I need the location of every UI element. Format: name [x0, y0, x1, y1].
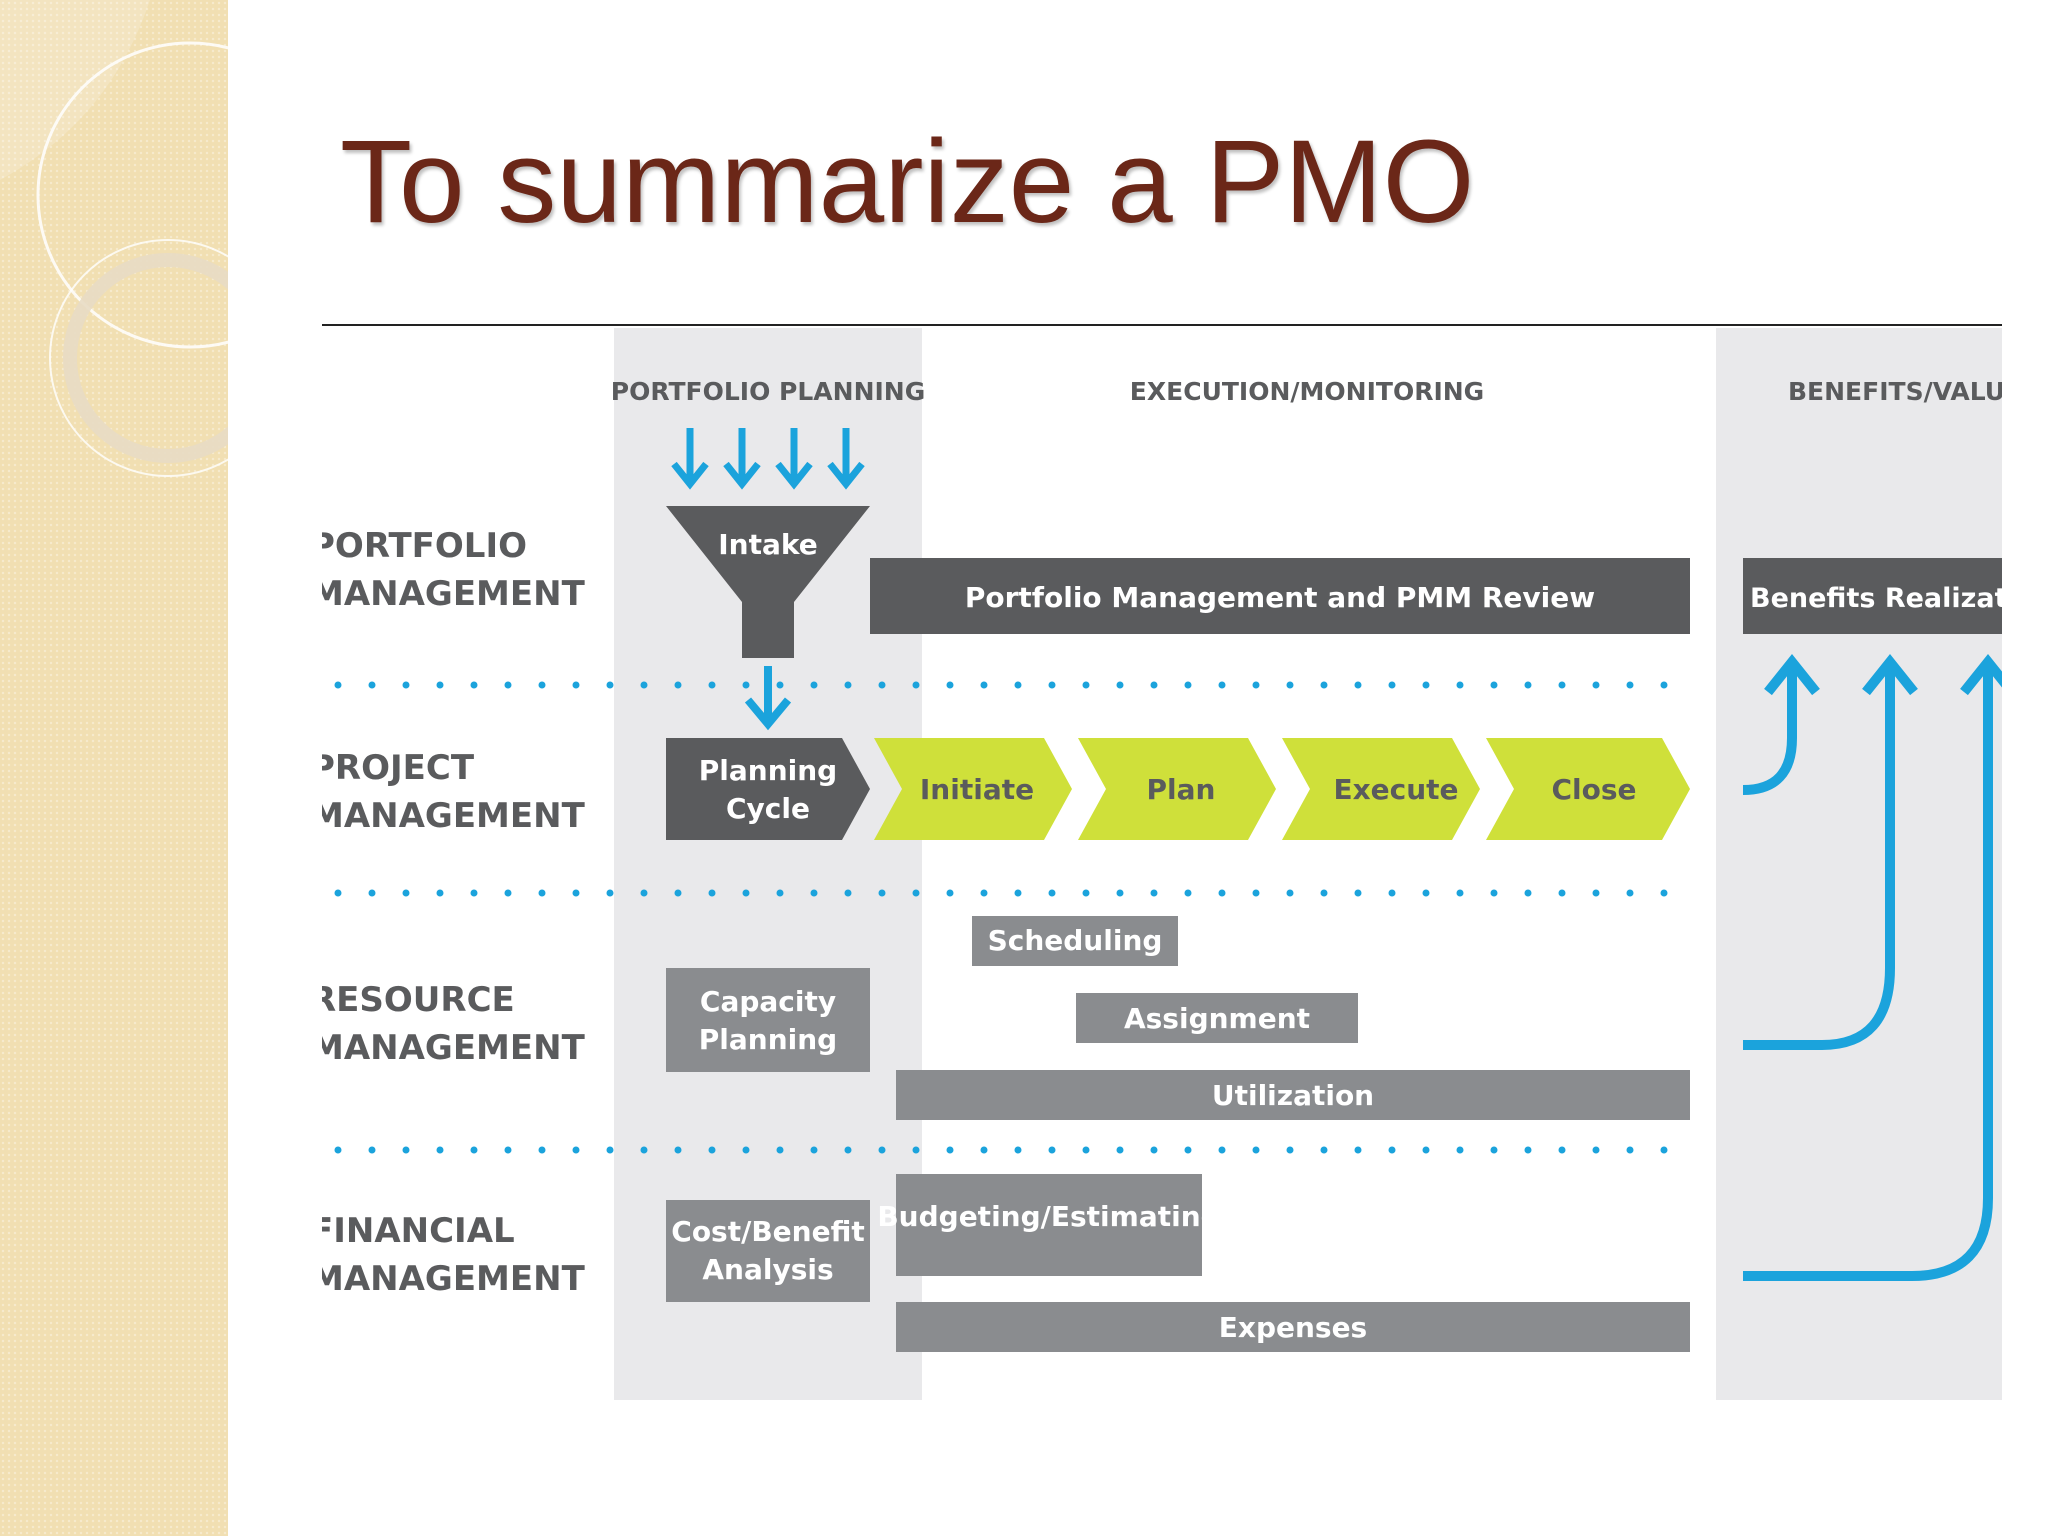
expenses-box: [896, 1302, 1690, 1352]
svg-text:MANAGEMENT: MANAGEMENT: [322, 1028, 586, 1068]
title-divider: [322, 324, 2002, 326]
utilization-label: Utilization: [1212, 1079, 1374, 1112]
capacity-planning-box: [666, 968, 870, 1072]
budgeting-box: [896, 1174, 1202, 1276]
svg-text:PORTFOLIO: PORTFOLIO: [322, 526, 527, 566]
capacity-planning-label: Capacity Planning: [699, 985, 837, 1056]
row-label-portfolio-management: PORTFOLIO MANAGEMENT: [322, 526, 586, 614]
phase-plan-label: Plan: [1147, 773, 1216, 806]
phase-execute-label: Execute: [1333, 773, 1458, 806]
phase-initiate-chevron: [874, 738, 1072, 840]
column-header-execution-monitoring: EXECUTION/MONITORING: [1130, 377, 1484, 406]
column-header-benefits-value: BENEFITS/VALUE: [1788, 377, 2002, 406]
decorative-circles: [0, 0, 228, 477]
planning-cycle-box: [666, 738, 870, 840]
scheduling-label: Scheduling: [988, 924, 1163, 957]
svg-text:MANAGEMENT: MANAGEMENT: [322, 1259, 586, 1299]
row-label-financial-management: FINANCIAL MANAGEMENT: [322, 1211, 586, 1299]
utilization-box: [896, 1070, 1690, 1120]
phase-close-chevron: [1486, 738, 1690, 840]
budgeting-label: Budgeting/Estimating: [877, 1200, 1220, 1233]
intake-label: Intake: [718, 528, 818, 561]
slide-title: To summarize a PMO: [340, 116, 1475, 248]
assignment-label: Assignment: [1124, 1002, 1310, 1035]
phase-initiate-label: Initiate: [920, 773, 1034, 806]
row-label-resource-management: RESOURCE MANAGEMENT: [322, 980, 586, 1068]
svg-text:Cost/Benefit: Cost/Benefit: [671, 1215, 864, 1248]
benefits-value-band: [1716, 328, 2002, 1400]
svg-text:Planning: Planning: [699, 1023, 837, 1056]
svg-text:MANAGEMENT: MANAGEMENT: [322, 796, 586, 836]
phase-plan-chevron: [1078, 738, 1276, 840]
expenses-label: Expenses: [1219, 1311, 1367, 1344]
svg-text:Capacity: Capacity: [700, 985, 836, 1018]
pmo-diagram: PORTFOLIO PLANNING EXECUTION/MONITORING …: [322, 328, 2002, 1400]
row-label-project-management: PROJECT MANAGEMENT: [322, 748, 586, 836]
scheduling-box: [972, 916, 1178, 966]
funnel-arrow-icon: [744, 666, 792, 731]
benefits-realization-box: [1743, 558, 2002, 634]
phase-execute-chevron: [1282, 738, 1480, 840]
assignment-box: [1076, 993, 1358, 1043]
cost-benefit-label: Cost/Benefit Analysis: [671, 1215, 864, 1286]
portfolio-review-box: [870, 558, 1690, 634]
svg-text:FINANCIAL: FINANCIAL: [322, 1211, 515, 1251]
benefits-feedback-arrows: [1742, 653, 2002, 1281]
cost-benefit-box: [666, 1200, 870, 1302]
sidebar-decoration: [0, 0, 228, 1536]
planning-cycle-label: Planning Cycle: [699, 754, 837, 825]
svg-text:PROJECT: PROJECT: [322, 748, 475, 788]
phase-close-label: Close: [1551, 773, 1636, 806]
intake-funnel: [666, 506, 870, 658]
portfolio-review-label: Portfolio Management and PMM Review: [965, 581, 1595, 614]
svg-text:Planning: Planning: [699, 754, 837, 787]
intake-arrows: [671, 428, 865, 490]
svg-text:MANAGEMENT: MANAGEMENT: [322, 574, 586, 614]
svg-text:RESOURCE: RESOURCE: [322, 980, 515, 1020]
svg-text:Analysis: Analysis: [702, 1253, 833, 1286]
column-header-portfolio-planning: PORTFOLIO PLANNING: [611, 377, 925, 406]
benefits-realization-label: Benefits Realization: [1750, 583, 2002, 614]
svg-text:Cycle: Cycle: [726, 792, 810, 825]
